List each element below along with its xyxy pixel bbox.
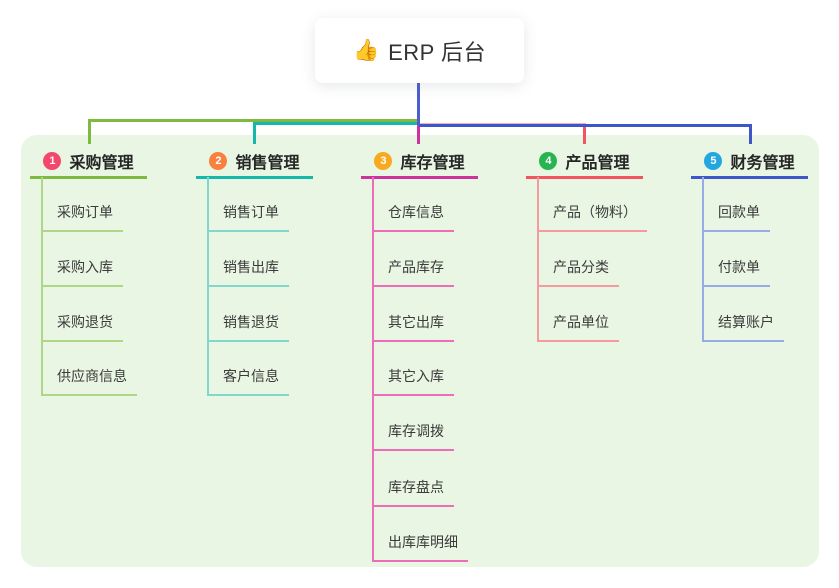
child-node[interactable]: 付款单 <box>702 253 770 287</box>
child-node[interactable]: 出库库明细 <box>372 528 468 562</box>
child-node[interactable]: 客户信息 <box>207 362 289 396</box>
branch-title-node[interactable]: 4 产品管理 <box>526 145 643 179</box>
root-title: ERP 后台 <box>388 39 487 65</box>
branch-title-label: 采购管理 <box>69 154 134 172</box>
branch-title-label: 库存管理 <box>400 154 465 172</box>
child-node[interactable]: 销售订单 <box>207 198 289 232</box>
root-node[interactable]: 👍 ERP 后台 <box>315 18 524 83</box>
branch-number-badge: 2 <box>209 151 228 170</box>
thumbs-up-icon: 👍 <box>352 39 380 62</box>
branch-title-node[interactable]: 1 采购管理 <box>30 145 147 179</box>
branch-number-badge: 1 <box>43 151 62 170</box>
branch-spine-line <box>372 177 374 562</box>
branch-title-node[interactable]: 5 财务管理 <box>691 145 808 179</box>
child-node[interactable]: 回款单 <box>702 198 770 232</box>
branch-title-node[interactable]: 2 销售管理 <box>196 145 313 179</box>
child-node[interactable]: 采购退货 <box>41 308 123 342</box>
child-node[interactable]: 采购订单 <box>41 198 123 232</box>
branch-number-badge: 4 <box>539 151 558 170</box>
branch-title-label: 产品管理 <box>565 154 630 172</box>
child-node[interactable]: 其它入库 <box>372 362 454 396</box>
branch-title-node[interactable]: 3 库存管理 <box>361 145 478 179</box>
child-node[interactable]: 仓库信息 <box>372 198 454 232</box>
child-node[interactable]: 库存调拨 <box>372 417 454 451</box>
child-node[interactable]: 库存盘点 <box>372 473 454 507</box>
branch-number-badge: 3 <box>374 151 393 170</box>
child-node[interactable]: 销售退货 <box>207 308 289 342</box>
child-node[interactable]: 产品单位 <box>537 308 619 342</box>
child-node[interactable]: 供应商信息 <box>41 362 137 396</box>
child-node[interactable]: 采购入库 <box>41 253 123 287</box>
branch-title-label: 销售管理 <box>235 154 300 172</box>
branch-spine-line <box>537 177 539 342</box>
branch-spine-line <box>702 177 704 342</box>
child-node[interactable]: 产品库存 <box>372 253 454 287</box>
child-node[interactable]: 其它出库 <box>372 308 454 342</box>
child-node[interactable]: 产品（物料） <box>537 198 647 232</box>
branches-panel <box>21 135 819 567</box>
child-node[interactable]: 结算账户 <box>702 308 784 342</box>
branch-number-badge: 5 <box>704 151 723 170</box>
child-node[interactable]: 销售出库 <box>207 253 289 287</box>
child-node[interactable]: 产品分类 <box>537 253 619 287</box>
branch-title-label: 财务管理 <box>730 154 795 172</box>
